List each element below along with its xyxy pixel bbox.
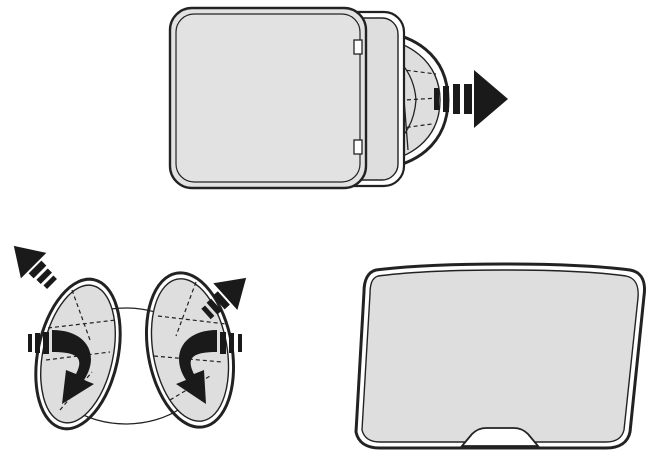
panel-shade-open bbox=[354, 262, 646, 450]
twist-left-arrow-icon bbox=[28, 330, 94, 404]
storage-pouch bbox=[168, 6, 406, 190]
pull-right-arrow-icon bbox=[434, 70, 508, 128]
panel-shade-unfolding bbox=[13, 245, 247, 431]
mirror-cutout bbox=[460, 427, 540, 447]
pouch-tab bbox=[353, 139, 363, 155]
twist-right-arrow-icon bbox=[176, 330, 242, 404]
open-sunshade bbox=[354, 262, 646, 450]
pull-up-left-arrow-icon bbox=[13, 245, 57, 289]
panel-shade-removed-from-pouch bbox=[168, 6, 508, 190]
pouch-tab bbox=[353, 39, 363, 55]
pull-up-right-arrow-icon bbox=[201, 277, 247, 320]
